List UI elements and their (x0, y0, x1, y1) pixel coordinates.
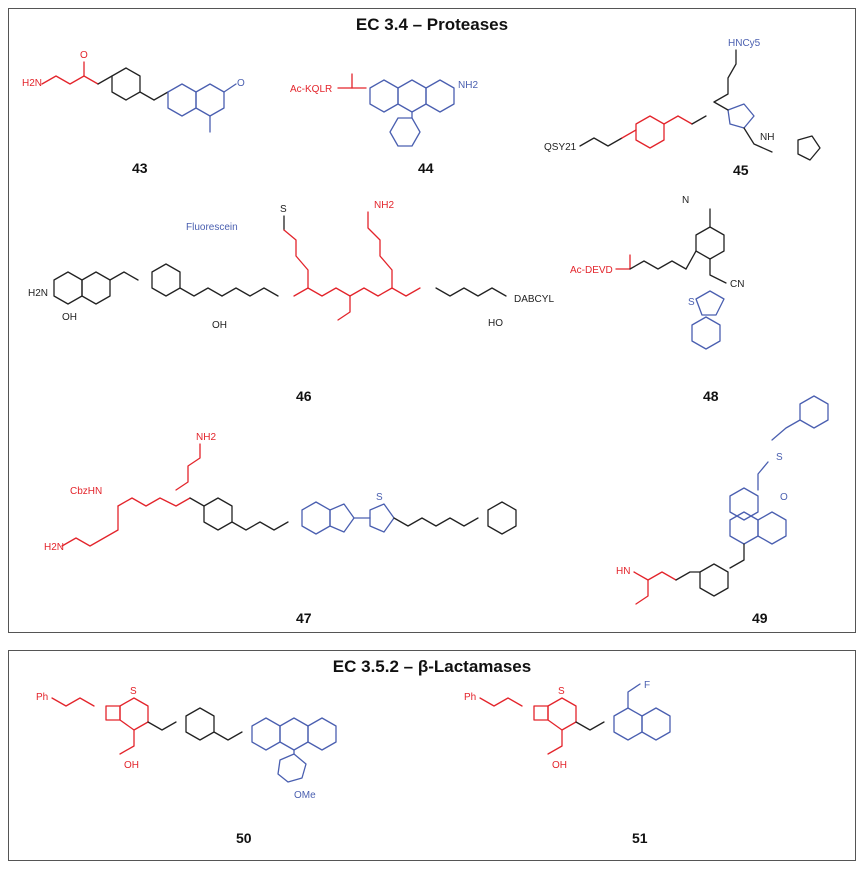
compound-50-structure: Ph S OH OMe (36, 686, 337, 801)
c50-ph-label: Ph (36, 692, 48, 703)
compound-51-number: 51 (632, 830, 648, 846)
c46-nh2-label: NH2 (374, 200, 394, 211)
compound-49-number: 49 (752, 610, 768, 626)
c43-o3-label: O (237, 78, 245, 89)
panel-title-beta-lactamases: EC 3.5.2 – β-Lactamases (332, 657, 532, 676)
compound-45-structure: HNCy5 QSY21 NH (544, 38, 821, 161)
c48-n-label: N (682, 195, 689, 206)
c51-f-label: F (644, 680, 650, 691)
c48-cn-label: CN (730, 279, 744, 290)
compound-43-number: 43 (132, 160, 148, 176)
c48-peptide-label: Ac-DEVD (570, 265, 613, 276)
compound-48-structure: N Ac-DEVD CN S (570, 195, 744, 350)
compound-45-number: 45 (733, 162, 749, 178)
c49-o-label: O (780, 492, 788, 503)
c43-amine-label: H2N (22, 78, 42, 89)
compound-46-number: 46 (296, 388, 312, 404)
compound-44-number: 44 (418, 160, 434, 176)
c51-ph-label: Ph (464, 692, 476, 703)
compound-49-structure: S HN O (616, 395, 829, 605)
c46-cooh-label: OH (212, 320, 227, 331)
compound-47-number: 47 (296, 610, 312, 626)
c51-s-label: S (558, 686, 565, 697)
c46-cooh2-label: HO (488, 318, 503, 329)
compound-47-structure: NH2 CbzHN H2N S (44, 432, 517, 553)
compound-43-structure: H2N O O (22, 50, 245, 133)
panel-beta-lactamases: EC 3.5.2 – β-Lactamases (8, 650, 856, 861)
c45-nh-label: NH (760, 132, 774, 143)
c49-s-label: S (776, 452, 783, 463)
c44-nh2-label: NH2 (458, 80, 478, 91)
c43-o1-label: O (80, 50, 88, 61)
c45-cy5-label: HNCy5 (728, 38, 761, 49)
c51-oh-label: OH (552, 760, 567, 771)
c47-amine-label: H2N (44, 542, 64, 553)
c45-qsy-label: QSY21 (544, 142, 577, 153)
c47-s-label: S (376, 492, 383, 503)
c46-fluor-label: Fluorescein (186, 222, 238, 233)
c50-s-label: S (130, 686, 137, 697)
panel-proteases: EC 3.4 – Proteases (8, 8, 856, 633)
compound-46-structure: Fluorescein S H2N OH OH HO DABCYL NH2 (28, 200, 554, 331)
c47-cbz-label: CbzHN (70, 486, 102, 497)
c50-ome-label: OMe (294, 790, 316, 801)
c46-oh-label: OH (62, 312, 77, 323)
c49-hn-label: HN (616, 566, 630, 577)
c46-dabcyl-label: DABCYL (514, 294, 554, 305)
c46-amine-label: H2N (28, 288, 48, 299)
c47-nh2-label: NH2 (196, 432, 216, 443)
compound-48-number: 48 (703, 388, 719, 404)
c46-s-label: S (280, 204, 287, 215)
c44-peptide-label: Ac-KQLR (290, 84, 332, 95)
panel-title-proteases: EC 3.4 – Proteases (355, 15, 509, 34)
c50-oh-label: OH (124, 760, 139, 771)
compound-50-number: 50 (236, 830, 252, 846)
c48-s-label: S (688, 297, 695, 308)
compound-44-structure: Ac-KQLR NH2 (290, 73, 478, 147)
compound-51-structure: Ph S OH F (464, 680, 671, 771)
